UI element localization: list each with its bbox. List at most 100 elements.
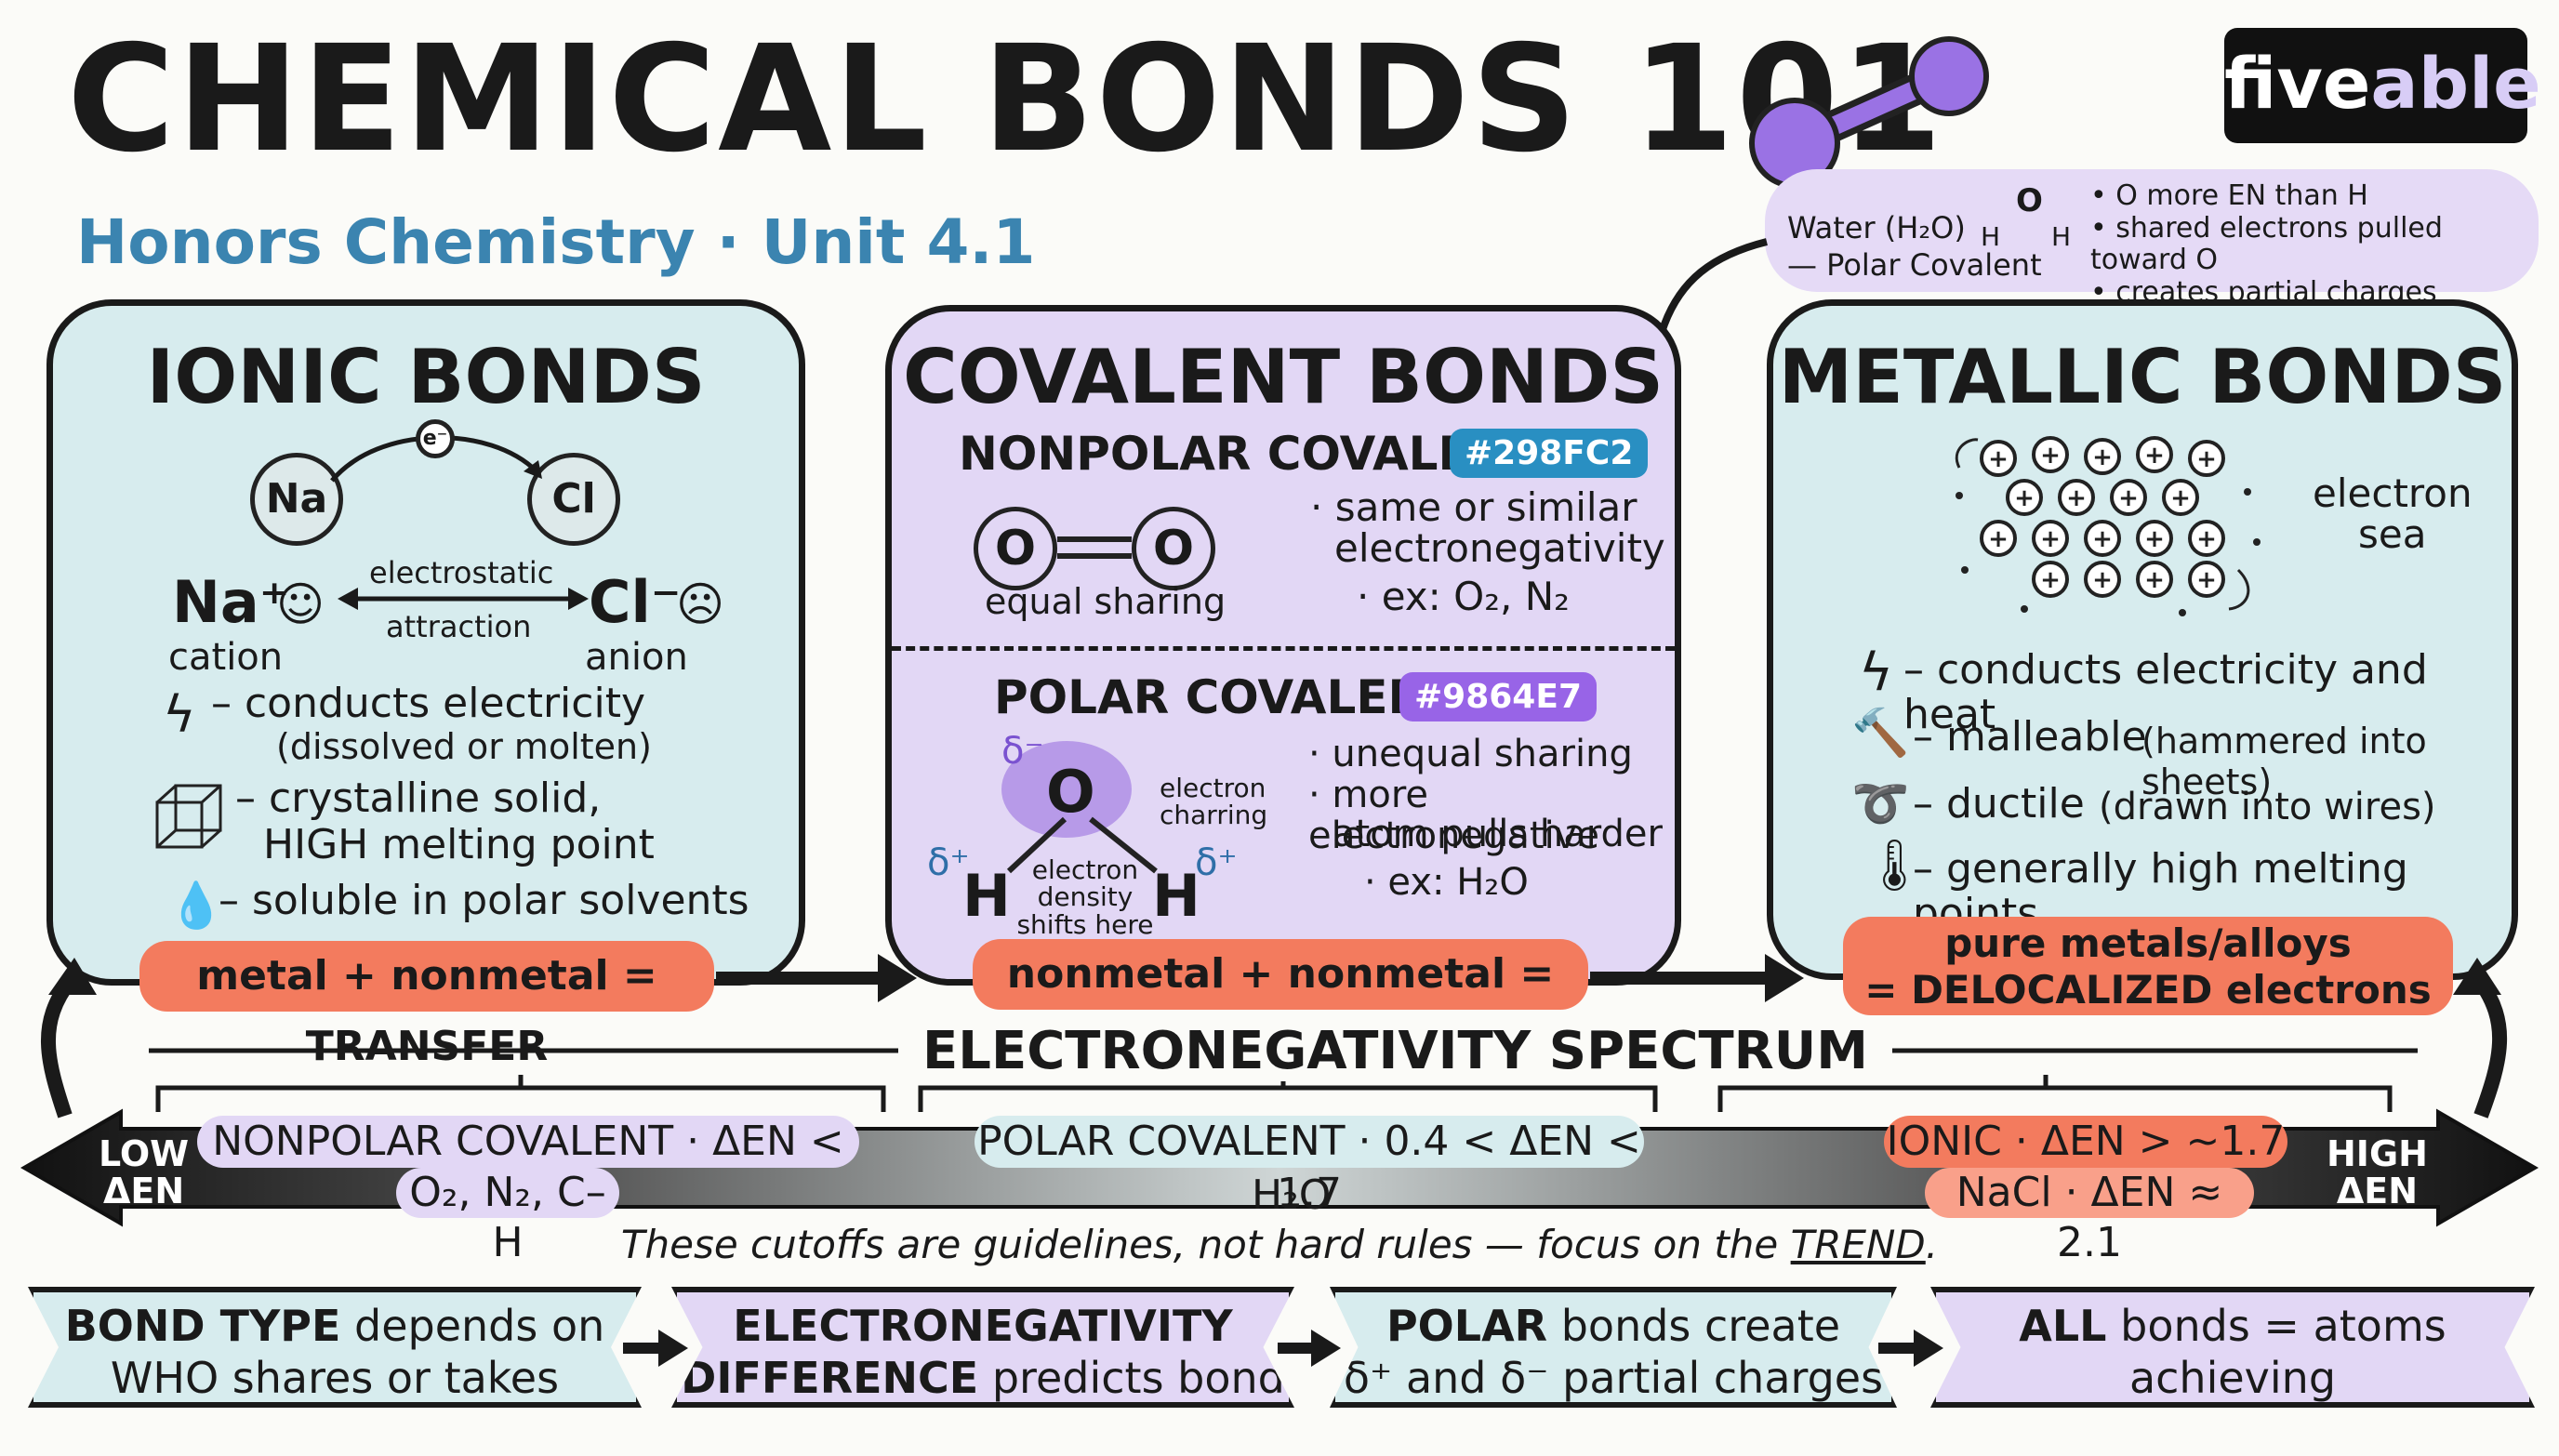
svg-text:+: + [2092,566,2113,594]
polar-bonds [1006,816,1158,874]
page-subtitle: Honors Chemistry · Unit 4.1 [76,206,1036,278]
ionic-panel: IONIC BONDS Na Cl e⁻ Na⁺ ☺ Cl⁻ ☹ cation … [46,299,805,986]
svg-text:+: + [2144,566,2165,594]
flow-box-1: BOND TYPE depends on WHO shares or takes… [28,1287,642,1408]
nonpolar-point-3: · ex: O₂, N₂ [1357,574,1571,619]
water-type: — Polar Covalent [1787,247,2042,283]
oxygen-atom-2: O [1132,507,1215,590]
density-line: electron [1031,854,1139,885]
flow-arrows [623,1330,1943,1367]
spectrum-note: These cutoffs are guidelines, not hard r… [0,1222,2559,1267]
cation-label: cation [168,636,284,679]
svg-text:+: + [2040,525,2061,553]
cl-ion: Cl⁻ [589,568,682,636]
ionic-range: IONIC · ΔEN > ~1.7 [1884,1116,2287,1168]
cl-atom: Cl [527,453,620,546]
metallic-prop-3: – ductile [1913,780,2085,827]
metallic-rule-line: = DELOCALIZED electrons [1864,967,2432,1013]
high-en-line: ΔEN [2336,1170,2419,1211]
flow-box-2: ELECTRONEGATIVITY DIFFERENCE predicts bo… [671,1287,1294,1408]
flow-bold: STABLE [1965,1405,2145,1456]
high-en-line: HIGH [2327,1133,2428,1174]
wire-coil-icon: ➰ [1851,776,1910,830]
delta-minus: δ⁻ [1001,730,1044,773]
water-label: Water (H₂O) [1787,210,1966,245]
svg-text:+: + [2196,566,2217,594]
delta-plus-right: δ⁺ [1195,841,1238,884]
low-en-line: ΔEN [102,1170,185,1211]
note-trend: TREND [1790,1222,1926,1267]
nonpolar-color-badge: #298FC2 [1450,429,1649,478]
molecule-icon [1749,36,1989,186]
electron-icon: e⁻ [416,419,455,458]
anion-label: anion [585,636,688,679]
ionic-prop-2: – crystalline solid, [235,774,602,822]
svg-text:+: + [2092,525,2113,553]
ionic-prop-1: – conducts electricity [211,680,645,727]
covalent-title: COVALENT BONDS [903,334,1664,420]
electron-sea-label: electron sea [2313,472,2473,555]
nonpolar-point-1: · same or similar [1310,484,1637,530]
metallic-rule: pure metals/alloys = DELOCALIZED electro… [1843,917,2453,1015]
crystal-lattice-icon [155,784,222,849]
svg-text:+: + [2170,484,2191,512]
metallic-prop-2: – malleable [1913,713,2147,761]
equal-sharing-label: equal sharing [985,581,1226,622]
charring-line: electron [1160,773,1266,803]
oxygen-atom-1: O [974,507,1057,590]
thermometer-icon: 🌡 [1863,836,1927,894]
polar-point-2: · more electronegative [1308,774,1599,857]
low-en-line: LOW [99,1133,190,1174]
polar-h-right: H [1152,862,1200,930]
electron-cloud [1001,741,1132,838]
attraction-arrow [338,588,589,610]
metallic-prop-2-sub: (hammered into sheets) [2141,721,2427,802]
page-title: CHEMICAL BONDS 101 [67,14,1944,185]
density-line: shifts here [1016,908,1154,940]
attraction-label-2: attraction [386,609,532,644]
polar-point-4: · ex: H₂O [1364,861,1529,904]
density-line: density [1037,881,1134,913]
svg-text:+: + [1988,525,2009,553]
lightning-icon: ϟ [1859,642,1893,703]
water-drop-icon: 💧 [168,880,224,932]
flow-text: δ⁺ and δ⁻ partial charges [1343,1353,1884,1404]
sad-face-icon: ☹ [676,577,725,631]
flow-text: predicts bond type [935,1353,1285,1456]
metallic-panel: METALLIC BONDS +++++ ++++ +++++ ++++ ele… [1767,299,2518,980]
logo-text-b: able [2370,42,2541,125]
flow-bold: ALL [2019,1301,2107,1351]
svg-text:+: + [2196,445,2217,473]
nonpolar-point-2: electronegativity [1334,525,1665,571]
metal-lattice-icon: +++++ ++++ +++++ ++++ [1956,436,2261,616]
double-bond [1057,536,1132,559]
logo-text-a: five [2224,42,2371,125]
charring-line: charring [1160,800,1268,831]
ionic-prop-2-sub: HIGH melting point [263,821,655,868]
metallic-prop-3-sub: (drawn into wires) [2099,786,2436,828]
polar-point-3: atom pulls harder [1333,813,1663,855]
metallic-rule-line: pure metals/alloys [1944,920,2352,966]
polar-label: POLAR COVALENT [994,670,1459,724]
svg-text:+: + [2196,525,2217,553]
ionic-example: NaCl · ΔEN ≈ 2.1 [1925,1168,2254,1266]
polar-oxygen: O [1046,758,1095,826]
nonpolar-label: NONPOLAR COVALENT [959,427,1541,481]
ionic-prop-1-sub: (dissolved or molten) [276,726,652,767]
flow-text: depends on [340,1301,605,1351]
flow-bold: POLAR [1386,1301,1548,1351]
flow-bold: BOND TYPE [64,1301,341,1351]
na-ion: Na⁺ [172,568,290,636]
svg-text:+: + [2144,525,2165,553]
note-text: These cutoffs are guidelines, not hard r… [620,1222,1791,1267]
ionic-title: IONIC BONDS [146,334,706,420]
flow-bold: ELECTRONEGATIVITY [733,1301,1233,1351]
svg-text:+: + [2014,484,2035,512]
svg-text:+: + [2144,442,2165,470]
polar-point-1: · unequal sharing [1308,733,1633,775]
water-o: O [2016,182,2043,219]
delta-plus-left: δ⁺ [927,841,970,884]
flow-box-4: ALL bonds = atoms achieving STABLE elect… [1930,1287,2535,1408]
water-callout: Water (H₂O) — Polar Covalent O H H • O m… [1765,169,2539,308]
brand-logo[interactable]: fiveable [2224,28,2541,143]
